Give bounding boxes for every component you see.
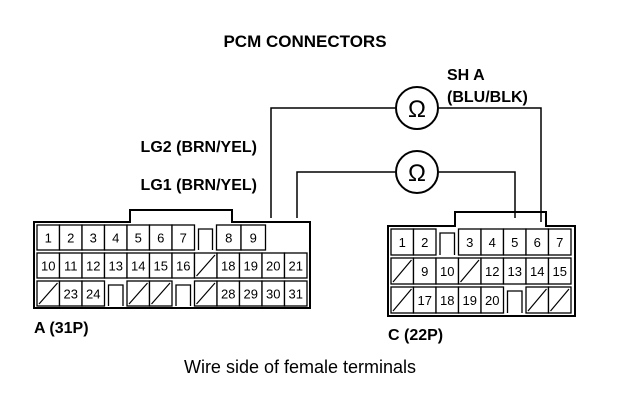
connector-c-pin-number: 10: [440, 264, 454, 279]
connector-a-pin-number: 24: [86, 287, 100, 302]
connector-c-pin-number: 12: [485, 264, 499, 279]
connector-a-pin-number: 9: [250, 231, 257, 246]
connector-a-unused-pin-mark: [38, 282, 58, 305]
connector-a-unused-pin-mark: [196, 254, 216, 277]
connector-a-pin-number: 15: [154, 259, 168, 274]
connector-a-key-notch: [107, 284, 124, 306]
connector-a-pin-number: 18: [221, 259, 235, 274]
connector-a-pin-number: 1: [45, 231, 52, 246]
connector-a-pin-number: 13: [109, 259, 123, 274]
connector-a-pin-number: 30: [266, 287, 280, 302]
connector-a-pin-cell: [171, 224, 196, 251]
connector-a-key-notch: [175, 284, 192, 306]
connector-c-unused-pin-mark: [392, 259, 412, 283]
connector-c-pin-number: 1: [399, 235, 406, 250]
connector-c-pin-number: 20: [485, 293, 499, 308]
connector-c-label: C (22P): [388, 327, 443, 344]
connector-c-key-notch: [506, 290, 523, 313]
connector-a-unused-pin-mark: [151, 282, 171, 305]
diagram-title: PCM CONNECTORS: [223, 32, 386, 51]
connector-c-pin-number: 3: [466, 235, 473, 250]
ohmmeter-lg: Ω: [395, 150, 439, 194]
connector-a-unused-pin-mark: [196, 282, 216, 305]
connector-c-pin-number: 5: [511, 235, 518, 250]
connector-c-pin-cell: [412, 228, 437, 256]
wire-sh-a-to-connector-c: [439, 107, 542, 222]
connector-a-pin-number: 7: [180, 231, 187, 246]
connector-a-pin-number: 8: [225, 231, 232, 246]
connector-c-pin-number: 17: [418, 293, 432, 308]
connector-c-unused-pin-mark: [392, 288, 412, 312]
connector-a-pin-cell: [240, 224, 267, 251]
connector-a-pin-number: 3: [90, 231, 97, 246]
connector-c-pin-number: 15: [553, 264, 567, 279]
connector-c-key-notch: [439, 232, 456, 255]
lg1-label: LG1 (BRN/YEL): [141, 177, 257, 194]
connector-a-pin-number: 4: [112, 231, 119, 246]
ohmmeter-sh-a: Ω: [395, 86, 439, 130]
connector-c-pin-number: 18: [440, 293, 454, 308]
connector-a-pin-number: 5: [135, 231, 142, 246]
connector-a-pin-cell: [283, 280, 308, 307]
footer-caption: Wire side of female terminals: [184, 357, 416, 377]
connector-a-body: [33, 209, 311, 309]
ohm-icon: Ω: [408, 96, 426, 123]
connector-a-pin-number: 29: [244, 287, 258, 302]
wire-lg-to-pin-9: [296, 171, 395, 218]
connector-c-pin-number: 14: [530, 264, 544, 279]
connector-c-pin-number: 2: [421, 235, 428, 250]
connector-c-unused-pin-mark: [527, 288, 547, 312]
connector-c-pin-number: 7: [556, 235, 563, 250]
connector-a-label: A (31P): [34, 320, 89, 337]
connector-c-pin-cell: [547, 228, 572, 256]
connector-c-pin-number: 6: [534, 235, 541, 250]
connector-c-pin-cell: [547, 257, 572, 285]
connector-a-key-notch: [197, 228, 214, 250]
connector-a-unused-pin-mark: [128, 282, 148, 305]
connector-a-pin-number: 23: [64, 287, 78, 302]
connector-c-pin-number: 13: [508, 264, 522, 279]
connector-c-unused-pin-mark: [550, 288, 570, 312]
connector-c-pin-number: 9: [421, 264, 428, 279]
wire-sh-a-to-pin-8: [270, 107, 395, 218]
connector-c-pin-cell: [480, 286, 505, 314]
sh-a-color-label: (BLU/BLK): [447, 89, 528, 106]
connector-a-pin-number: 14: [131, 259, 145, 274]
connector-a-pin-cell: [283, 252, 308, 279]
connector-a-pin-number: 11: [64, 259, 78, 274]
connector-c-pin-number: 4: [489, 235, 496, 250]
connector-a-pin-number: 20: [266, 259, 280, 274]
connector-a-pin-number: 16: [176, 259, 190, 274]
connector-a-pin-number: 12: [86, 259, 100, 274]
ohm-icon: Ω: [408, 160, 426, 187]
connector-c-body: [387, 211, 576, 317]
connector-a-pin-number: 19: [244, 259, 258, 274]
connector-a-pin-cell: [81, 280, 106, 307]
connector-a-pin-number: 2: [67, 231, 74, 246]
connector-a-pin-number: 21: [289, 259, 303, 274]
connector-c-pin-number: 19: [463, 293, 477, 308]
connector-a-pin-number: 28: [221, 287, 235, 302]
sh-a-label: SH A: [447, 67, 485, 84]
lg2-label: LG2 (BRN/YEL): [141, 139, 257, 156]
connector-a-pin-number: 6: [157, 231, 164, 246]
connector-a-pin-number: 31: [289, 287, 303, 302]
connector-a-pin-number: 10: [41, 259, 55, 274]
connector-c-unused-pin-mark: [460, 259, 480, 283]
wire-lg-to-connector-c: [439, 171, 516, 218]
